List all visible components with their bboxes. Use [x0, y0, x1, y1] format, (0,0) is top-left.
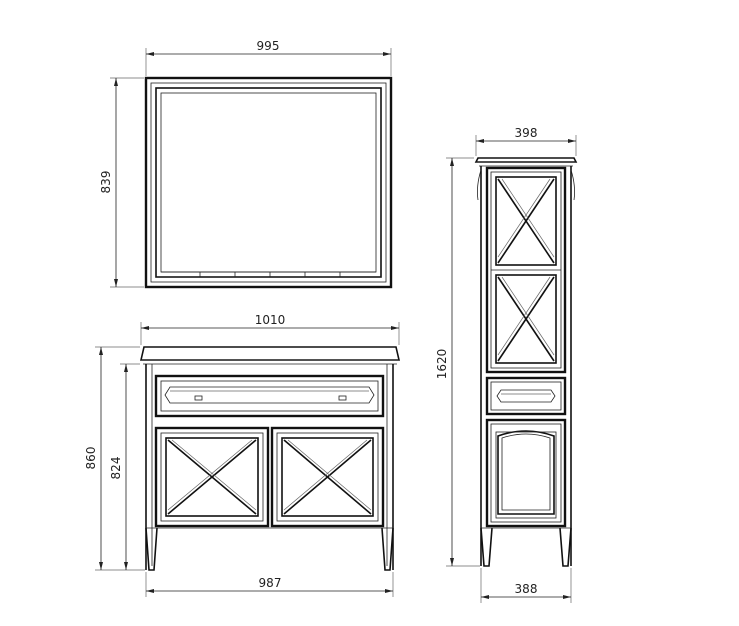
column-height-label: 1620 — [435, 349, 449, 380]
mirror — [144, 76, 393, 289]
cabinet-base-width-label: 987 — [259, 576, 282, 590]
column-upper-door — [485, 166, 567, 374]
cabinet-base-width-dimension: 987 — [145, 572, 394, 597]
column-cabinet — [474, 157, 578, 567]
cabinet-door-left — [154, 426, 270, 528]
column-top-width-dimension: 398 — [475, 126, 577, 156]
mirror-height-label: 839 — [99, 171, 113, 194]
cabinet-total-height-dimension: 860 — [84, 346, 145, 571]
cabinet-top-width-label: 1010 — [255, 313, 286, 327]
column-top-width-label: 398 — [515, 126, 538, 140]
mirror-light-bar — [199, 272, 341, 277]
column-base-width-dimension: 388 — [480, 568, 572, 603]
column-base-width-label: 388 — [515, 582, 538, 596]
mirror-width-label: 995 — [257, 39, 280, 53]
cabinet-top-width-dimension: 1010 — [140, 313, 400, 345]
cabinet-body-height-dimension: 824 — [109, 363, 140, 570]
vanity-cabinet — [139, 346, 401, 571]
column-lower-door — [485, 418, 567, 528]
cabinet-total-height-label: 860 — [84, 447, 98, 470]
cabinet-body-height-label: 824 — [109, 457, 123, 480]
cabinet-door-right — [270, 426, 385, 528]
cabinet-drawer — [154, 374, 385, 418]
mirror-height-dimension: 839 — [99, 77, 144, 288]
column-height-dimension: 1620 — [435, 157, 480, 567]
mirror-width-dimension: 995 — [145, 39, 392, 76]
column-drawer — [485, 376, 567, 416]
